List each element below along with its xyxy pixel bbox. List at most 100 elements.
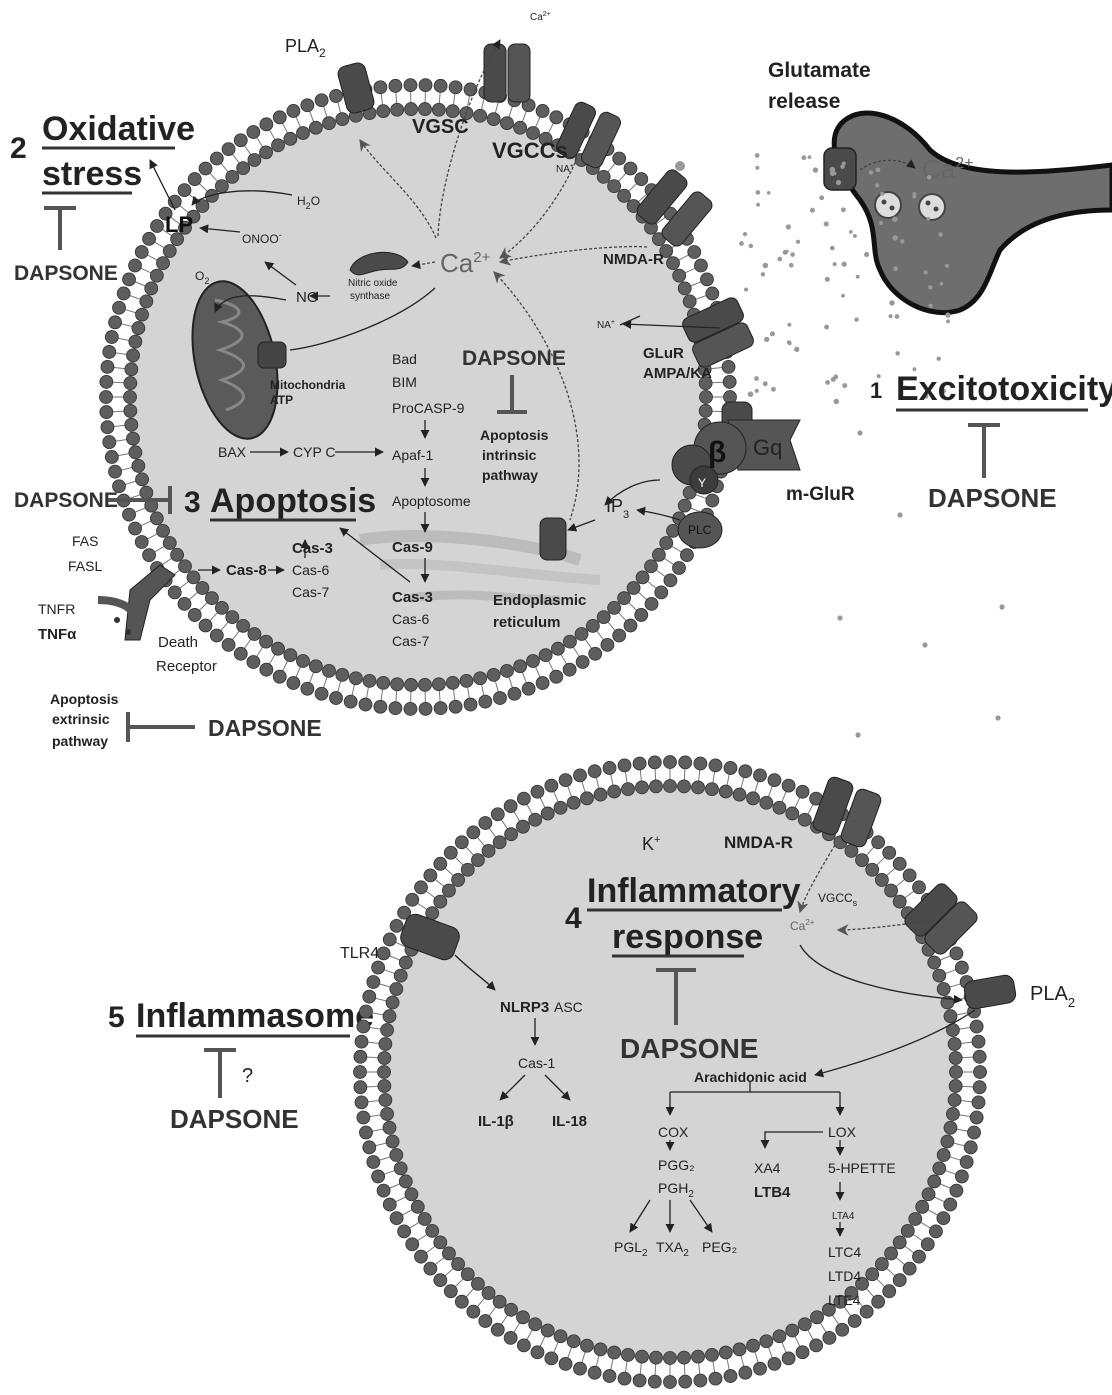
lipid-head bbox=[398, 1225, 411, 1238]
lipid-head bbox=[132, 459, 145, 472]
glutamate-dot bbox=[819, 195, 824, 200]
glutamate-dot bbox=[940, 282, 944, 286]
nmda-label: NMDA-R bbox=[603, 251, 664, 268]
lipid-head bbox=[949, 1051, 962, 1064]
glutamate-dot bbox=[748, 391, 754, 397]
lipid-head bbox=[973, 1081, 986, 1094]
lipid-head bbox=[404, 79, 417, 92]
lipid-head bbox=[667, 257, 680, 270]
glutamate-dot bbox=[763, 263, 769, 269]
lipid-head bbox=[554, 801, 567, 814]
lipid-head bbox=[608, 180, 621, 193]
excito-number: 1 bbox=[870, 378, 882, 403]
atp-label: ATP bbox=[270, 393, 293, 407]
glutamate-dot bbox=[785, 250, 789, 254]
lipid-head bbox=[315, 94, 328, 107]
lipid-head bbox=[733, 788, 746, 801]
glutamate-dot bbox=[928, 285, 932, 289]
lipid-head bbox=[354, 1066, 367, 1079]
lipid-head bbox=[113, 301, 126, 314]
lipid-head bbox=[377, 105, 390, 118]
lipid-head bbox=[394, 969, 407, 982]
lipid-head bbox=[330, 692, 343, 705]
il18-label: IL-18 bbox=[552, 1113, 587, 1130]
lipid-head bbox=[909, 1213, 922, 1226]
vgsc-channel bbox=[484, 44, 530, 102]
lipid-head bbox=[875, 873, 888, 886]
lipid-head bbox=[391, 103, 404, 116]
lipid-head bbox=[559, 1357, 572, 1370]
lipid-head bbox=[178, 184, 191, 197]
glutamate-dot bbox=[841, 294, 845, 298]
lipid-head bbox=[150, 512, 163, 525]
glutamate-dot bbox=[831, 377, 836, 382]
lipid-head bbox=[559, 774, 572, 787]
lipid-head bbox=[719, 1346, 732, 1359]
lipid-head bbox=[944, 1010, 957, 1023]
ltb4-label: LTB4 bbox=[754, 1184, 791, 1201]
hpette-label: 5-HPETTE bbox=[828, 1160, 896, 1176]
apoptosis-number: 3 bbox=[184, 486, 201, 519]
lipid-head bbox=[972, 1035, 985, 1048]
cas8-label: Cas-8 bbox=[226, 562, 267, 579]
glutamate-dot bbox=[936, 356, 940, 360]
lipid-head bbox=[123, 508, 136, 521]
lipid-head bbox=[377, 1184, 390, 1197]
lipid-head bbox=[660, 537, 673, 550]
lipid-head bbox=[928, 956, 941, 969]
lipid-head bbox=[786, 807, 799, 820]
lipid-head bbox=[903, 1262, 916, 1275]
glutamate-dot bbox=[927, 175, 931, 179]
lipid-head bbox=[124, 391, 137, 404]
lipid-head bbox=[135, 535, 148, 548]
lipid-head bbox=[383, 1121, 396, 1134]
lipid-head bbox=[773, 1330, 786, 1343]
lipid-head bbox=[248, 153, 261, 166]
lipid-head bbox=[272, 642, 285, 655]
lipid-head bbox=[563, 663, 576, 676]
lipid-head bbox=[773, 801, 786, 814]
lipid-head bbox=[357, 1111, 370, 1124]
glutamate-dot bbox=[739, 241, 744, 246]
lipid-head bbox=[950, 1184, 963, 1197]
lipid-head bbox=[359, 1005, 372, 1018]
lipid-head bbox=[550, 111, 563, 124]
lipid-head bbox=[125, 363, 138, 376]
lipid-head bbox=[178, 597, 191, 610]
glutamate-dot bbox=[841, 261, 846, 266]
glutamate-dot bbox=[857, 430, 862, 435]
bad-label: Bad bbox=[392, 351, 417, 367]
glutamate-dot bbox=[763, 381, 768, 386]
glutamate-dot bbox=[875, 183, 879, 187]
lipid-head bbox=[622, 1348, 635, 1361]
lipid-head bbox=[517, 792, 530, 805]
lipid-head bbox=[487, 113, 500, 126]
dapsone-apoptosis: DAPSONE bbox=[14, 489, 118, 512]
glutamate-dot bbox=[787, 323, 791, 327]
lipid-head bbox=[474, 109, 487, 122]
lipid-head bbox=[950, 947, 963, 960]
lipid-head bbox=[972, 1096, 985, 1109]
lipid-head bbox=[860, 1305, 873, 1318]
lipid-head bbox=[768, 1357, 781, 1370]
lipid-head bbox=[508, 687, 521, 700]
lipid-head bbox=[452, 873, 465, 886]
glutamate-dot bbox=[756, 203, 760, 207]
lipid-head bbox=[664, 756, 677, 769]
cas9-label: Cas-9 bbox=[392, 539, 433, 556]
lipid-head bbox=[903, 869, 916, 882]
lipid-head bbox=[588, 1366, 601, 1379]
lipid-head bbox=[482, 1287, 495, 1300]
lipid-head bbox=[664, 780, 677, 793]
lipid-head bbox=[377, 676, 390, 689]
lipid-head bbox=[586, 619, 599, 632]
lipid-head bbox=[374, 81, 387, 94]
apoptosome-label: Apoptosome bbox=[392, 493, 471, 509]
apoptosis-title: Apoptosis bbox=[210, 482, 376, 520]
lipid-head bbox=[309, 660, 322, 673]
glutamate-dot bbox=[855, 732, 860, 737]
arachidonic-label: Arachidonic acid bbox=[694, 1069, 807, 1085]
lipid-head bbox=[156, 524, 169, 537]
lipid-head bbox=[536, 104, 549, 117]
lipid-head bbox=[323, 117, 336, 130]
